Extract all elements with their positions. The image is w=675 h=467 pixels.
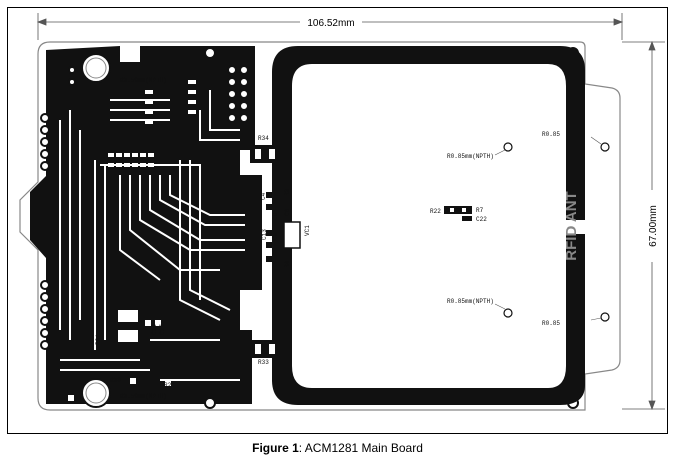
mounting-hole-topleft bbox=[81, 53, 111, 83]
width-label: 106.52mm bbox=[307, 18, 354, 29]
label-hole-center-bottom: R0.85mm(NPTH) bbox=[447, 298, 494, 305]
label-r7: R7 bbox=[476, 207, 484, 214]
header-pins bbox=[68, 65, 249, 123]
center-components bbox=[266, 192, 472, 262]
label-r31: R31 bbox=[95, 334, 102, 345]
width-dimension bbox=[36, 13, 624, 40]
label-hole-topleft: R3.50mm(NPTH) bbox=[120, 77, 167, 84]
label-r33: R33 bbox=[258, 359, 269, 366]
label-r34: R34 bbox=[258, 135, 269, 142]
npth-holes bbox=[503, 142, 610, 322]
label-hole-right-bottom: R0.85 bbox=[542, 320, 560, 327]
figure-title: : ACM1281 Main Board bbox=[298, 441, 423, 455]
label-r4: R4 bbox=[284, 260, 291, 268]
left-copper-area bbox=[30, 46, 262, 404]
label-r22: R22 bbox=[430, 208, 441, 215]
label-c16: C16 bbox=[151, 324, 158, 335]
antenna-conn-pads bbox=[255, 149, 275, 354]
smd-pads bbox=[68, 80, 196, 408]
label-c4: C4 bbox=[260, 192, 267, 200]
figure-frame bbox=[7, 7, 668, 434]
label-hole-right-top: R0.85 bbox=[542, 131, 560, 138]
label-r27: R27 bbox=[164, 382, 175, 389]
label-c22: C22 bbox=[476, 216, 487, 223]
antenna-gap bbox=[566, 220, 588, 234]
figure-number: Figure 1 bbox=[252, 441, 299, 455]
label-c9: C9 bbox=[272, 232, 279, 240]
mounting-hole-bottomleft bbox=[81, 378, 111, 408]
label-c13: C13 bbox=[261, 229, 268, 240]
label-c8: C8 bbox=[272, 212, 279, 220]
label-c6: C6 bbox=[284, 208, 291, 216]
height-dimension bbox=[622, 40, 665, 411]
label-c17: C17 bbox=[159, 324, 166, 335]
left-board-traces bbox=[59, 90, 245, 381]
npth-leaders bbox=[494, 136, 602, 321]
label-vc1: VC1 bbox=[304, 225, 311, 236]
antenna-text: RFID ANT bbox=[563, 191, 580, 260]
left-edge-pads bbox=[40, 113, 50, 350]
height-label: 67.00mm bbox=[648, 205, 659, 247]
label-hole-bottomleft: R3.50mm(NPTH) bbox=[120, 393, 167, 400]
label-hole-center-top: R0.85mm(NPTH) bbox=[447, 153, 494, 160]
label-r30: R30 bbox=[110, 377, 121, 384]
figure-caption: Figure 1: ACM1281 Main Board bbox=[0, 441, 675, 455]
label-r3: R3 bbox=[284, 188, 291, 196]
